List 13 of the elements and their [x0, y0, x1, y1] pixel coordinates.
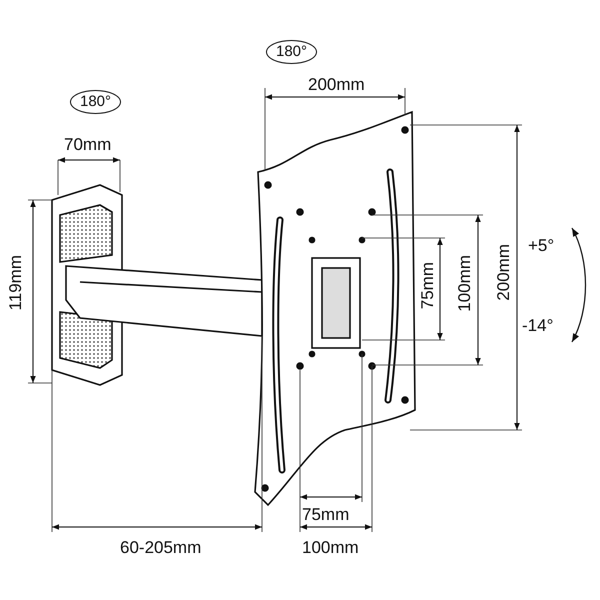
dimension-label: 119mm — [6, 255, 26, 310]
dimension-label: 75mm — [418, 262, 438, 310]
dimension-label: 200mm — [308, 75, 365, 95]
angle-label: -14° — [522, 316, 554, 336]
dimension-label: 200mm — [494, 244, 514, 301]
dimension-label: 60-205mm — [120, 538, 202, 558]
dimension-label: 75mm — [302, 505, 350, 525]
dimension-label: 100mm — [302, 538, 359, 558]
rotation-label: 180° — [266, 40, 318, 64]
dimension-label: 100mm — [455, 255, 475, 312]
angle-label: +5° — [528, 236, 554, 256]
rotation-label: 180° — [70, 90, 122, 114]
dimension-label: 70mm — [64, 135, 112, 155]
